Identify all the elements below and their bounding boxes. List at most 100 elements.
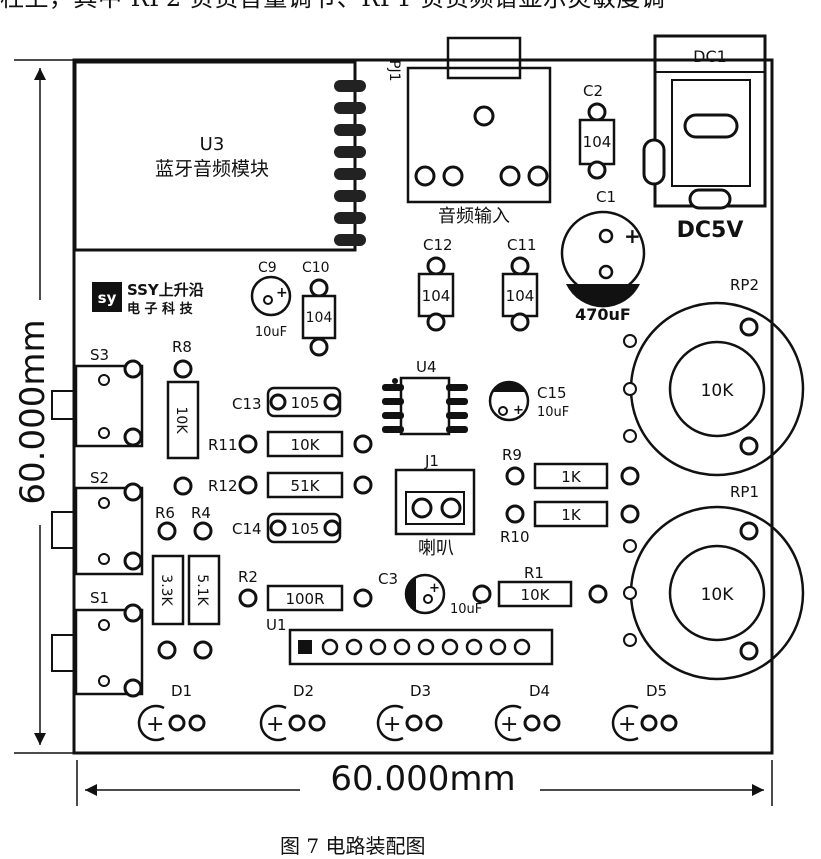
svg-text:RP1: RP1 <box>730 483 759 501</box>
svg-text:D3: D3 <box>410 682 431 700</box>
svg-text:10K: 10K <box>173 407 189 435</box>
bluetooth-module-u3: U3 蓝牙音频模块 <box>73 60 366 252</box>
resistor-r10: 1K R10 <box>500 500 640 546</box>
switch-s3: S3 <box>51 346 144 448</box>
capacitor-c10: C10 104 <box>301 260 337 357</box>
svg-text:U4: U4 <box>416 358 437 376</box>
svg-text:C11: C11 <box>507 236 537 254</box>
svg-text:10uF: 10uF <box>450 602 482 617</box>
header-u1: U1 <box>266 616 554 666</box>
svg-text:+: + <box>266 712 284 737</box>
svg-text:104: 104 <box>506 287 535 305</box>
svg-text:10K: 10K <box>701 585 735 605</box>
svg-text:10K: 10K <box>291 436 321 454</box>
svg-text:10uF: 10uF <box>537 405 569 420</box>
company-logo: sy SSY上升沿 电 子 科 技 <box>92 281 204 317</box>
svg-text:D5: D5 <box>646 682 667 700</box>
svg-text:470uF: 470uF <box>575 305 631 324</box>
svg-text:1K: 1K <box>561 506 582 524</box>
u3-name: 蓝牙音频模块 <box>155 158 269 180</box>
pj1-ref: PJ1 <box>386 60 402 81</box>
board-outline <box>72 58 774 755</box>
svg-text:C3: C3 <box>378 570 398 588</box>
switch-s2: S2 <box>51 469 144 576</box>
capacitor-c3: C3 + 10uF <box>378 570 482 617</box>
logo-subtitle: 电 子 科 技 <box>127 301 194 317</box>
svg-text:R6: R6 <box>155 504 175 522</box>
dim-horizontal-label: 60.000mm <box>330 759 515 799</box>
svg-text:R12: R12 <box>208 477 238 495</box>
svg-text:C2: C2 <box>583 82 603 100</box>
svg-text:C13: C13 <box>232 395 262 413</box>
u3-ref: U3 <box>200 134 225 155</box>
capacitor-c1: C1 + 470uF <box>560 188 646 324</box>
svg-text:R10: R10 <box>500 528 530 546</box>
resistor-r8: R8 10K <box>166 338 200 496</box>
capacitor-c9: C9 + 10uF <box>250 260 292 340</box>
logo-brand: SSY上升沿 <box>127 281 204 299</box>
svg-text:10K: 10K <box>521 586 551 604</box>
svg-text:D1: D1 <box>171 682 192 700</box>
svg-text:S2: S2 <box>90 469 109 487</box>
svg-text:DC1: DC1 <box>693 47 727 66</box>
svg-text:104: 104 <box>306 310 333 326</box>
led-d1: D1 + <box>137 682 206 742</box>
resistor-r2: R2 100R <box>238 568 373 612</box>
svg-text:R4: R4 <box>191 504 211 522</box>
svg-text:C9: C9 <box>258 260 277 276</box>
resistor-r1: R1 10K <box>472 564 608 608</box>
speaker-connector-j1: J1 喇叭 <box>394 452 476 559</box>
svg-text:R9: R9 <box>502 446 522 464</box>
resistor-r6: R6 3.3K <box>151 504 185 660</box>
svg-text:R11: R11 <box>208 436 238 454</box>
led-d3: D3 + <box>376 682 443 742</box>
potentiometer-rp1: RP1 10K <box>623 483 805 681</box>
svg-text:U1: U1 <box>266 616 287 634</box>
svg-text:3.3K: 3.3K <box>158 574 174 606</box>
svg-text:C1: C1 <box>596 188 616 206</box>
resistor-r11: R11 10K <box>208 430 373 458</box>
capacitor-c14: C14 105 <box>232 512 342 544</box>
resistor-r4: R4 5.1K <box>187 504 221 660</box>
svg-text:+: + <box>383 712 401 737</box>
svg-text:R2: R2 <box>238 568 258 586</box>
logo-mark: sy <box>98 289 117 307</box>
svg-text:R8: R8 <box>172 338 192 356</box>
svg-text:C14: C14 <box>232 520 262 538</box>
capacitor-c13: C13 105 <box>232 386 342 418</box>
svg-text:5.1K: 5.1K <box>194 574 210 606</box>
svg-text:10uF: 10uF <box>255 325 287 340</box>
svg-text:105: 105 <box>291 394 320 412</box>
led-d5: D5 + <box>611 682 678 742</box>
svg-text:1K: 1K <box>561 468 582 486</box>
capacitor-c12: C12 104 <box>417 236 455 332</box>
svg-text:100R: 100R <box>285 590 324 608</box>
capacitor-c11: C11 104 <box>501 236 539 332</box>
svg-text:S3: S3 <box>90 346 109 364</box>
pj1-label: 音频输入 <box>438 206 510 227</box>
capacitor-c15: + C15 10uF <box>488 380 569 422</box>
svg-text:104: 104 <box>422 287 451 305</box>
svg-text:+: + <box>624 224 641 248</box>
resistor-r9: R9 1K <box>502 446 640 490</box>
svg-text:+: + <box>146 712 164 737</box>
svg-text:C15: C15 <box>537 384 567 402</box>
vertical-dimension: 60.000mm <box>13 59 74 754</box>
svg-text:+: + <box>276 285 288 301</box>
dc-jack-dc1: DC1 DC5V <box>642 34 767 243</box>
svg-text:D4: D4 <box>529 682 550 700</box>
horizontal-dimension: 60.000mm <box>76 759 773 806</box>
svg-text:10K: 10K <box>701 381 735 401</box>
svg-text:+: + <box>500 712 518 737</box>
ic-u4: U4 <box>382 358 468 436</box>
svg-text:C12: C12 <box>423 236 453 254</box>
led-d2: D2 + <box>259 682 326 742</box>
svg-text:喇叭: 喇叭 <box>418 538 454 559</box>
resistor-r12: R12 51K <box>208 471 373 499</box>
figure-caption: 图 7 电路装配图 <box>280 834 426 858</box>
svg-text:DC5V: DC5V <box>677 218 744 243</box>
potentiometer-rp2: RP2 10K <box>623 276 805 477</box>
svg-text:R1: R1 <box>524 564 544 582</box>
svg-text:C10: C10 <box>302 260 330 276</box>
